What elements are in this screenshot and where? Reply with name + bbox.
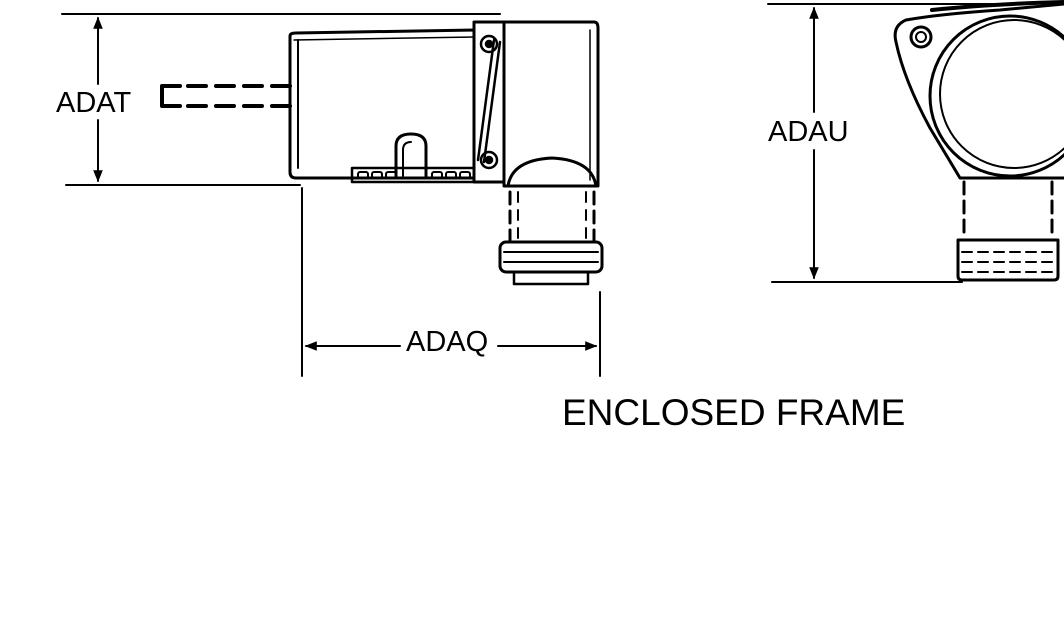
conduit-neck — [508, 158, 596, 186]
mounting-flange-top-edge — [932, 2, 1064, 10]
dimension-label-adaq: ADAQ — [404, 326, 491, 358]
mounting-flange — [895, 4, 1064, 178]
adjustment-knob — [396, 134, 426, 176]
thread-lines — [504, 252, 598, 262]
end-bell-inner-circle — [940, 20, 1064, 168]
threaded-fitting — [500, 242, 602, 272]
end-thread-lines — [962, 252, 1054, 272]
vent-slots — [358, 172, 470, 178]
motor-body-top-rim — [294, 37, 474, 40]
clamp-screw-bottom — [481, 152, 497, 168]
clamp-screw-bottom-inner — [486, 157, 492, 163]
adjustment-knob-detail — [403, 142, 411, 176]
clamp-screw-top — [481, 36, 497, 52]
side-view — [62, 14, 602, 376]
shaft-stub-hidden-line — [162, 86, 180, 106]
fitting-bottom — [514, 272, 588, 284]
dimension-label-adat: ADAT — [56, 87, 132, 119]
end-bell-circle — [930, 16, 1064, 176]
figure-caption: ENCLOSED FRAME — [562, 392, 906, 433]
end-threaded-fitting — [958, 240, 1058, 280]
flange-hole — [911, 27, 931, 47]
elbow-housing — [504, 22, 598, 186]
clamp-screw-top-inner — [486, 41, 492, 47]
dimension-label-adau: ADAU — [768, 116, 849, 149]
clamp-strap-diagonal — [478, 40, 500, 162]
end-view — [768, 2, 1064, 282]
flange-hole-inner — [916, 32, 926, 42]
motor-body-outline — [290, 30, 478, 178]
